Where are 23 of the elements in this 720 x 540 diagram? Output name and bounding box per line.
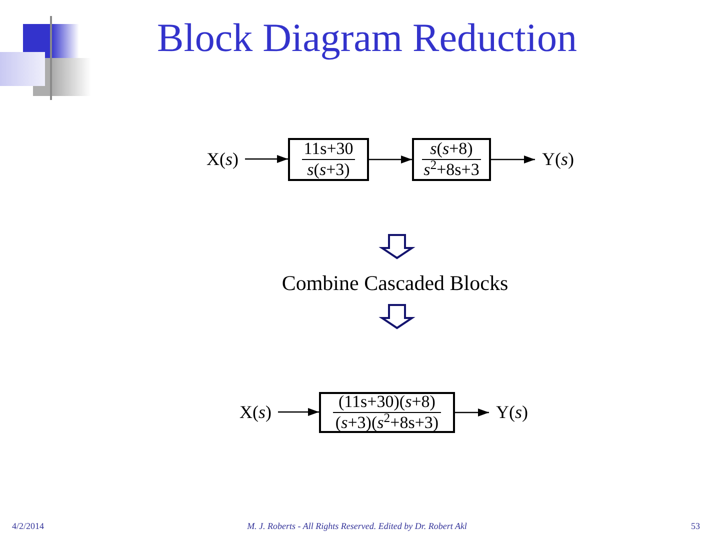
footer-date: 4/2/2014 <box>12 520 44 532</box>
step-caption: Combine Cascaded Blocks <box>280 270 510 296</box>
denominator: (s+3)(s$^{2}$+8s+3) <box>334 414 440 432</box>
transfer-function-block <box>288 138 369 181</box>
footer-credit: M. J. Roberts - All Rights Reserved. Edited by Dr. Robert Akl <box>246 520 468 532</box>
transfer-function-block <box>412 138 491 181</box>
page-number: 53 <box>690 520 700 532</box>
denominator: s(s+3) <box>306 161 351 179</box>
signal-label: X(s) <box>233 400 278 424</box>
signal-label: Y(s) <box>535 147 581 171</box>
signal-label: Y(s) <box>489 400 535 424</box>
signal-label: X(s) <box>200 147 245 171</box>
denominator: s$^{2}$+8s+3 <box>422 161 480 179</box>
arrow <box>369 156 412 164</box>
transfer-function-block <box>319 392 455 433</box>
arrow <box>278 408 319 416</box>
numerator: s(s+8) <box>429 140 474 158</box>
numerator: 11s+30 <box>302 140 354 158</box>
slide-title: Block Diagram Reduction <box>156 14 578 62</box>
arrow <box>455 408 489 416</box>
arrow <box>491 156 535 164</box>
arrow <box>245 155 288 163</box>
numerator: (11s+30)(s+8) <box>338 393 436 411</box>
